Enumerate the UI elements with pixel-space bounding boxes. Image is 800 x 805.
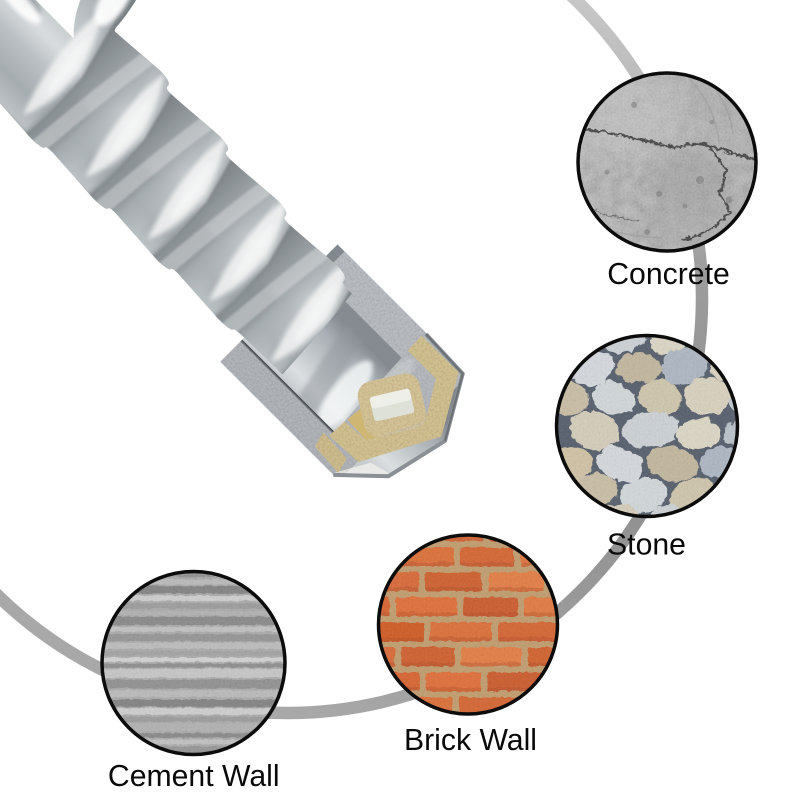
svg-text:Concrete: Concrete	[607, 258, 730, 291]
svg-text:Brick Wall: Brick Wall	[404, 724, 537, 757]
svg-text:Stone: Stone	[607, 529, 686, 562]
svg-text:Cement Wall: Cement Wall	[108, 760, 280, 793]
